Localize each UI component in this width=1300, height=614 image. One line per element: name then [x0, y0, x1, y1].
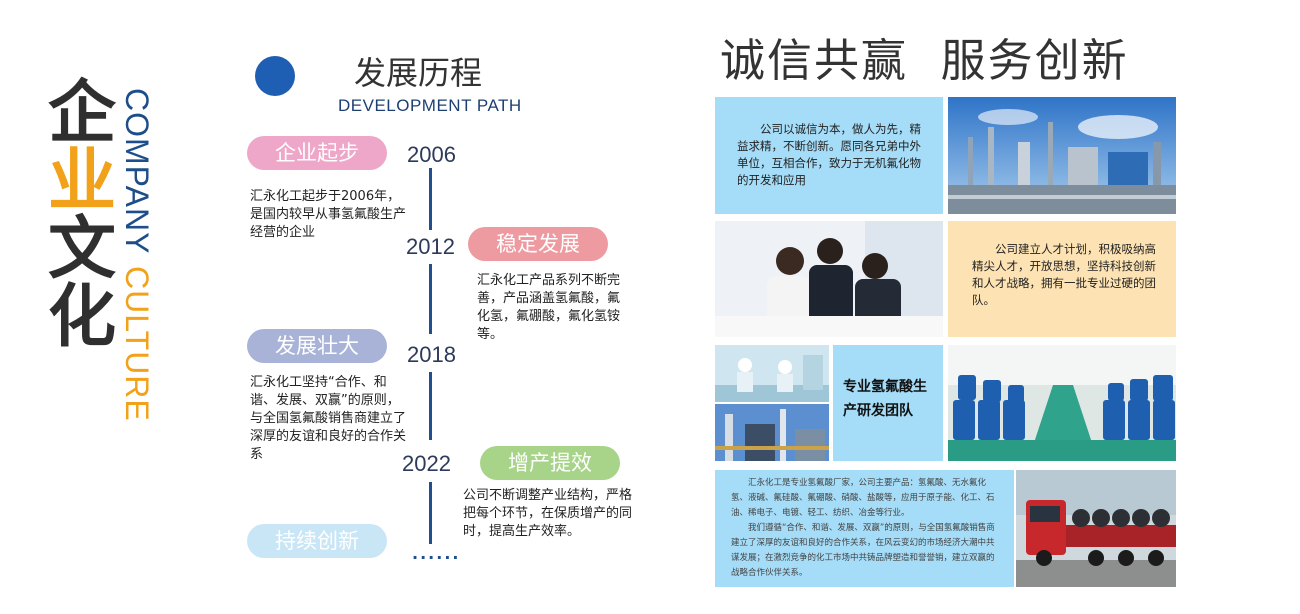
team-label: 专业氢氟酸生产研发团队 — [843, 379, 927, 419]
integrity-card: 公司以诚信为本，做人为先，精益求精，不断创新。愿同各兄弟中外单位，互相合作，致力… — [715, 97, 943, 214]
stage-year: 2012 — [406, 234, 455, 259]
lab-photo — [715, 345, 829, 402]
stage-text: 汇永化工起步于2006年，是国内较早从事氢氟酸生产经营的企业 — [250, 189, 407, 240]
talent-text: 公司建立人才计划，积极吸纳高精尖人才，开放思想，坚持科技创新和人才战略，拥有一批… — [972, 242, 1156, 307]
timeline-line — [429, 372, 432, 440]
talent-card: 公司建立人才计划，积极吸纳高精尖人才，开放思想，坚持科技创新和人才战略，拥有一批… — [948, 221, 1176, 337]
blue-dot-icon — [255, 56, 295, 96]
stage-year: 2022 — [402, 451, 451, 476]
company-culture-latin: COMPANY CULTURE — [119, 88, 155, 423]
stage-pill: 持续创新 — [247, 524, 387, 558]
timeline-ellipsis: ...... — [412, 544, 461, 563]
timeline-line — [429, 168, 432, 230]
stage-pill: 企业起步 — [247, 136, 387, 170]
timeline-title: 发展历程 — [354, 54, 483, 92]
stage-year: 2006 — [407, 142, 456, 167]
plant-pipes-photo — [715, 404, 829, 461]
team-label-card: 专业氢氟酸生产研发团队 — [833, 345, 943, 461]
stage-year: 2018 — [407, 342, 456, 367]
title-char: 文 — [47, 210, 116, 289]
truck-photo — [1016, 470, 1176, 587]
stage-pill: 发展壮大 — [247, 329, 387, 363]
stage-text: 汇永化工产品系列不断完善，产品涵盖氢氟酸，氟化氢，氟硼酸，氟化氢铵等。 — [477, 273, 621, 342]
stage-text: 汇永化工坚持“合作、和谐、发展、双赢”的原则，与全国氢氟酸销售商建立了深厚的友谊… — [250, 375, 407, 462]
intro-paragraph-2: 我们遵循“合作、和谐、发展、双赢”的原则，与全国氢氟酸销售商建立了深厚的友谊和良… — [731, 523, 995, 578]
business-team-photo — [715, 221, 943, 337]
stage-label: 增产提效 — [508, 451, 592, 475]
stage-label: 企业起步 — [275, 141, 359, 165]
stage-label: 发展壮大 — [275, 334, 359, 358]
latin-culture: CULTURE — [119, 266, 155, 423]
stage-pill: 稳定发展 — [468, 227, 608, 261]
latin-company: COMPANY — [119, 88, 155, 255]
warehouse-drums-photo — [948, 345, 1176, 461]
company-culture-title: 企 业 文 化 — [42, 80, 122, 352]
intro-paragraph-1: 汇永化工是专业氢氟酸厂家，公司主要产品：氢氟酸、无水氟化氢、液碱、氟硅酸、氟硼酸… — [731, 478, 995, 518]
timeline-subtitle: DEVELOPMENT PATH — [338, 96, 522, 115]
timeline-line — [429, 482, 432, 544]
integrity-text: 公司以诚信为本，做人为先，精益求精，不断创新。愿同各兄弟中外单位，互相合作，致力… — [737, 122, 921, 187]
refinery-photo — [948, 97, 1176, 214]
title-char: 业 — [47, 142, 116, 221]
company-intro-block: 汇永化工是专业氢氟酸厂家，公司主要产品：氢氟酸、无水氟化氢、液碱、氟硅酸、氟硼酸… — [715, 470, 1014, 581]
stage-label: 稳定发展 — [496, 232, 580, 256]
stage-text: 公司不断调整产业结构，严格把每个环节，在保质增产的同时，提高生产效率。 — [463, 488, 633, 539]
title-char: 企 — [47, 74, 116, 153]
stage-pill: 增产提效 — [480, 446, 620, 480]
culture-slogan: 诚信共赢 服务创新 — [720, 34, 1129, 87]
timeline-line — [429, 264, 432, 334]
company-intro-card: 汇永化工是专业氢氟酸厂家，公司主要产品：氢氟酸、无水氟化氢、液碱、氟硅酸、氟硼酸… — [715, 470, 1014, 587]
title-char: 化 — [47, 278, 116, 357]
stage-label: 持续创新 — [275, 529, 359, 553]
